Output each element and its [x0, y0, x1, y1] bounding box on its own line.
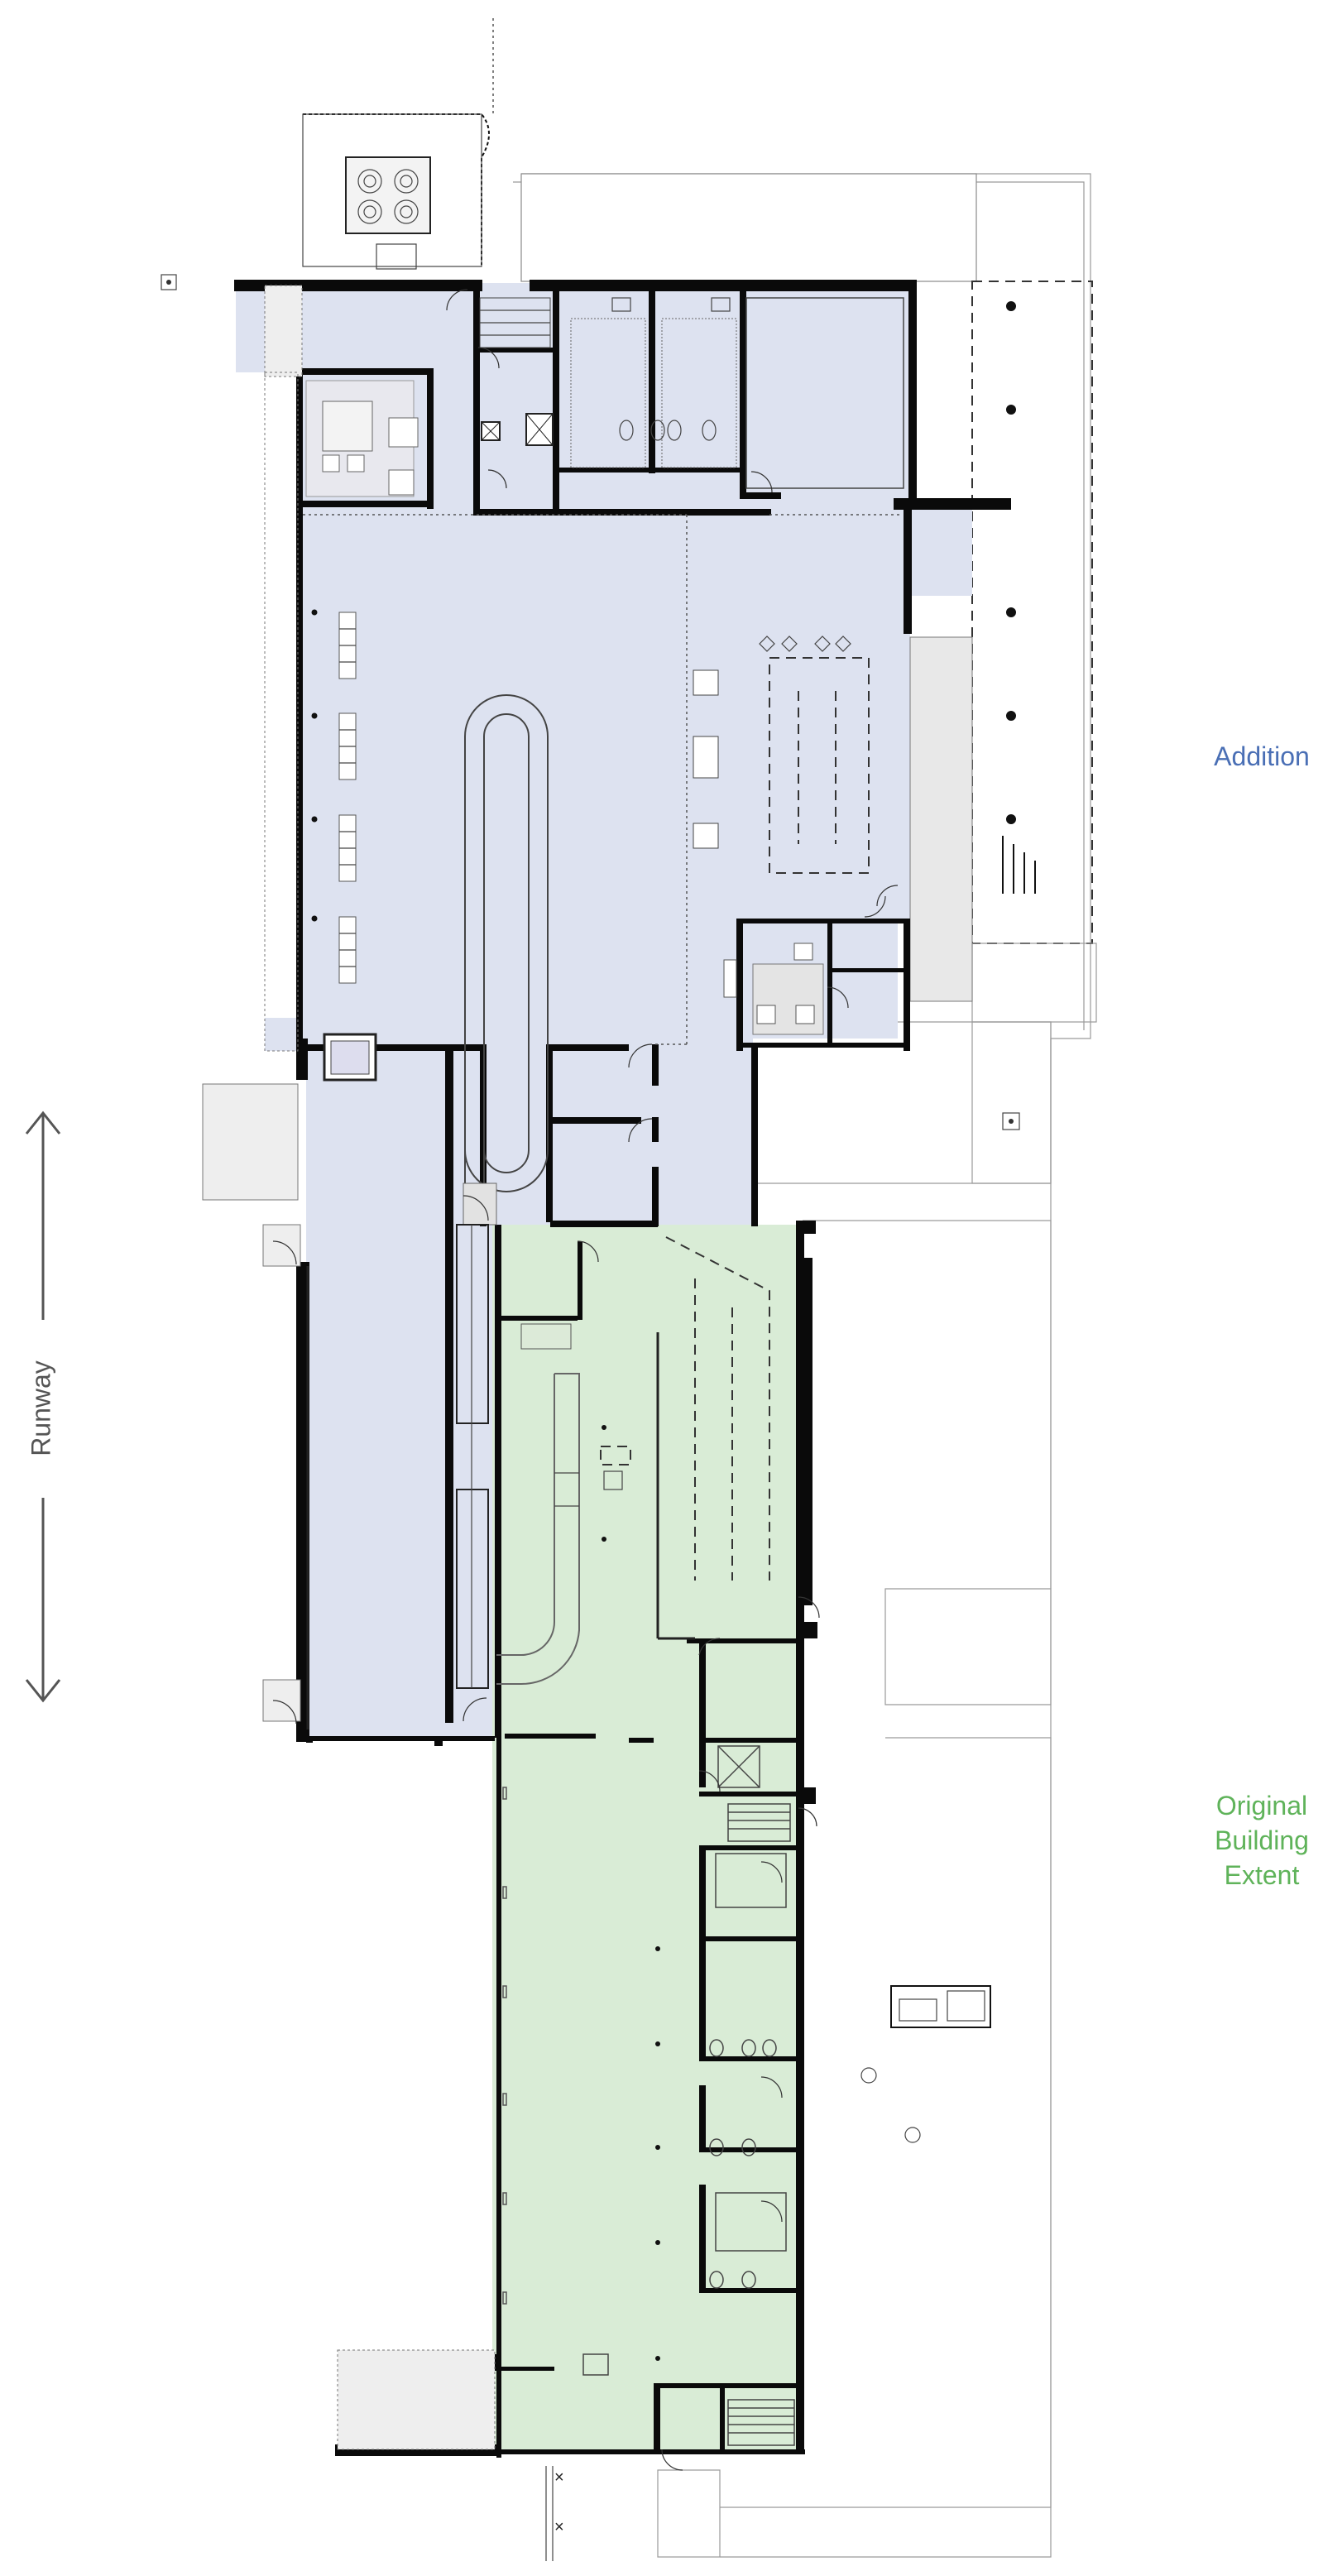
addition-zone: [236, 283, 973, 1738]
screening-lanes: [693, 636, 870, 874]
interior-details: [202, 285, 1036, 2471]
rooftop-fan-unit-icon: [345, 156, 431, 270]
svg-text:×: ×: [554, 2518, 564, 2536]
addition-label: Addition: [1214, 741, 1310, 771]
seating-rows: [338, 612, 357, 984]
baggage-carousel: [463, 694, 549, 1226]
columns: [311, 301, 1016, 2361]
original-building-label-line1: Original: [1216, 1791, 1307, 1820]
double-headed-arrow-icon: [25, 1111, 61, 1703]
svg-text:×: ×: [554, 2468, 564, 2487]
bag-belt: [496, 1323, 631, 1686]
original-building-label-line3: Extent: [1225, 1860, 1300, 1890]
runway-indicator: Runway: [25, 1111, 61, 1703]
original-building-zone: [492, 1225, 798, 2449]
original-building-label-line2: Building: [1215, 1825, 1309, 1855]
runway-label: Runway: [26, 1360, 55, 1456]
walls: [234, 280, 1011, 2458]
